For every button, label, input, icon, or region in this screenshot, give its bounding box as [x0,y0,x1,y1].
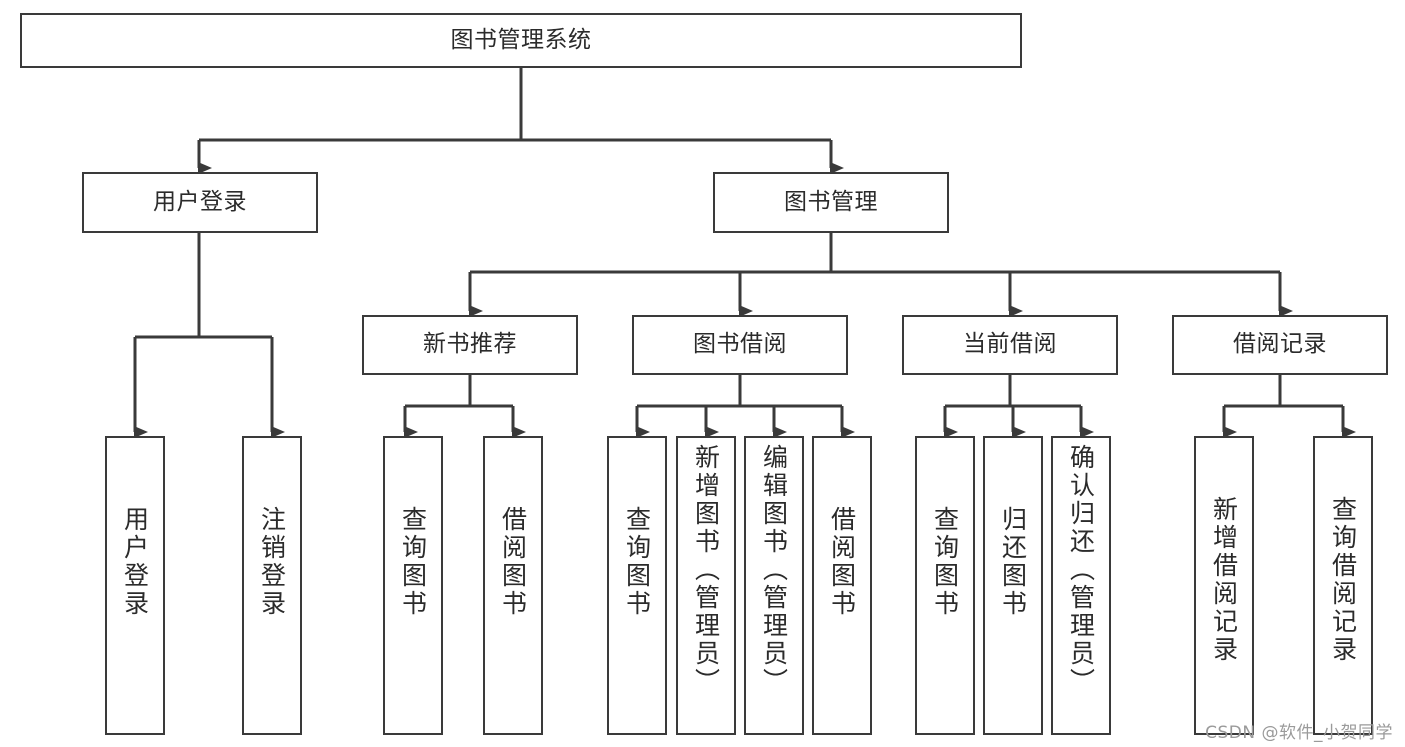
leaf-borrow-book-recommend[interactable]: 借阅图书 [483,436,543,735]
leaf-return-book[interactable]: 归还图书 [983,436,1043,735]
node-label: 用户登录 [153,188,247,215]
node-current-borrow[interactable]: 当前借阅 [902,315,1118,375]
leaf-query-book-current[interactable]: 查询图书 [915,436,975,735]
leaf-borrow-book[interactable]: 借阅图书 [812,436,872,735]
node-label: 图书借阅 [693,331,787,358]
node-book-borrow[interactable]: 图书借阅 [632,315,848,375]
node-borrow-records[interactable]: 借阅记录 [1172,315,1388,375]
leaf-logout[interactable]: 注销登录 [242,436,302,735]
leaf-query-book-borrow[interactable]: 查询图书 [607,436,667,735]
node-label: 注销登录 [257,506,287,618]
node-label: 编辑图书（管理员） [759,444,789,696]
leaf-user-login[interactable]: 用户登录 [105,436,165,735]
node-label: 新书推荐 [423,331,517,358]
leaf-confirm-return-admin[interactable]: 确认归还（管理员） [1051,436,1111,735]
node-label: 图书管理系统 [450,26,592,53]
leaf-edit-book-admin[interactable]: 编辑图书（管理员） [744,436,804,735]
node-label: 借阅图书 [498,506,528,618]
leaf-query-book-recommend[interactable]: 查询图书 [383,436,443,735]
node-book-management[interactable]: 图书管理 [713,172,949,233]
watermark-text: CSDN @软件_小贺同学 [1205,723,1393,743]
node-label: 借阅记录 [1233,331,1327,358]
node-label: 查询借阅记录 [1328,496,1358,664]
node-label: 借阅图书 [827,506,857,618]
node-label: 图书管理 [784,188,878,215]
node-root-library-management-system[interactable]: 图书管理系统 [20,13,1022,68]
node-label: 新增借阅记录 [1209,496,1239,664]
leaf-add-book-admin[interactable]: 新增图书（管理员） [676,436,736,735]
node-label: 用户登录 [120,506,150,618]
node-label: 当前借阅 [963,331,1057,358]
node-label: 查询图书 [930,506,960,618]
node-label: 新增图书（管理员） [691,444,721,696]
leaf-query-borrow-record[interactable]: 查询借阅记录 [1313,436,1373,735]
node-label: 归还图书 [998,506,1028,618]
node-new-book-recommend[interactable]: 新书推荐 [362,315,578,375]
leaf-add-borrow-record[interactable]: 新增借阅记录 [1194,436,1254,735]
node-label: 查询图书 [398,506,428,618]
node-label: 查询图书 [622,506,652,618]
node-label: 确认归还（管理员） [1066,444,1096,696]
node-user-login[interactable]: 用户登录 [82,172,318,233]
